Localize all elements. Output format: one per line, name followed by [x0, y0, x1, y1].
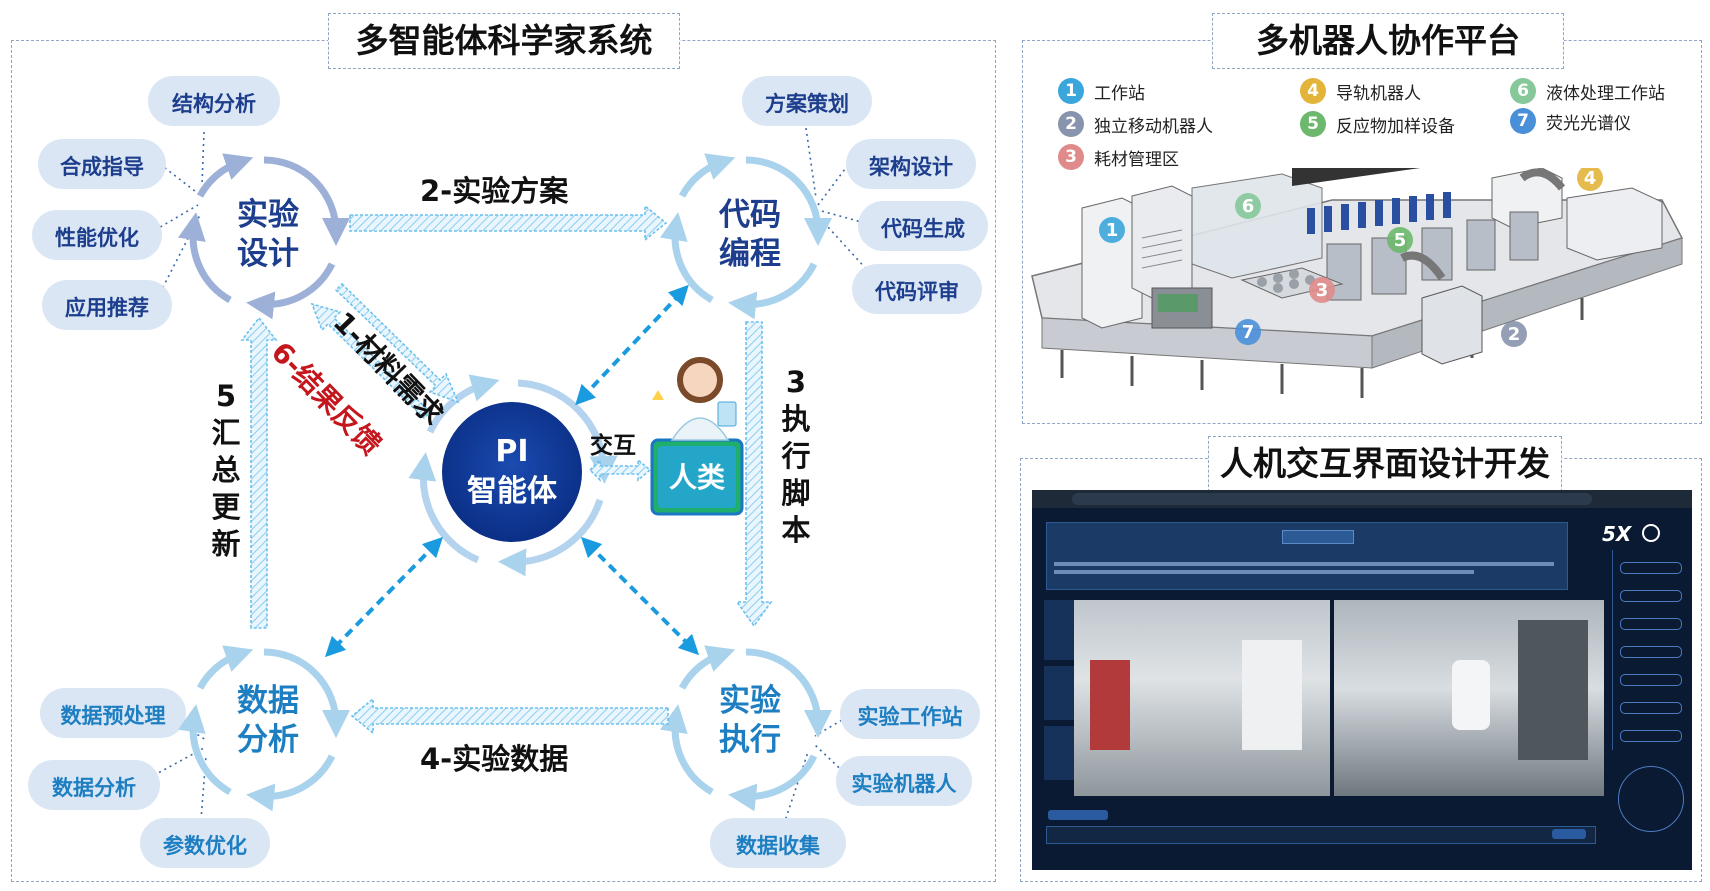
code-sub-2: 架构设计	[869, 155, 953, 179]
camera-feed-2-detail	[1452, 660, 1490, 730]
svg-text:7: 7	[1242, 322, 1255, 343]
list-item[interactable]	[1044, 666, 1074, 720]
node-exec: 实验执行	[719, 683, 781, 758]
human-node	[650, 357, 744, 516]
scientist-system-title: 多智能体科学家系统	[328, 13, 680, 69]
agent-sidebar	[1612, 550, 1687, 750]
exec-sub-1: 实验工作站	[857, 705, 963, 729]
agent-node[interactable]	[1620, 646, 1682, 658]
marker-4-icon	[1577, 168, 1603, 191]
edge-label-2: 2-实验方案	[420, 174, 569, 208]
node-human-label: 人类	[668, 461, 725, 494]
node-analysis: 数据分析	[237, 683, 299, 758]
marker-5-icon	[1387, 227, 1413, 253]
svg-text:1: 1	[1106, 220, 1119, 241]
svg-text:3: 3	[1316, 280, 1329, 301]
camera-feed-1-detail	[1242, 640, 1302, 750]
lab-illustration: 1 2 3 4 5 6 7	[1031, 168, 1684, 398]
robot-platform-title: 多机器人协作平台	[1212, 13, 1564, 69]
agent-node[interactable]	[1620, 618, 1682, 630]
design-sub-1: 结构分析	[172, 92, 256, 116]
marker-6-icon	[1235, 193, 1261, 219]
design-sub-3: 性能优化	[55, 226, 139, 250]
camera-feed-2-detail	[1518, 620, 1588, 760]
analysis-sub-1: 数据预处理	[60, 704, 166, 728]
camera-feed-1-detail	[1090, 660, 1130, 750]
marker-2-icon	[1501, 321, 1527, 347]
agent-node[interactable]	[1620, 674, 1682, 686]
task-text	[1054, 570, 1474, 574]
analysis-sub-2: 数据分析	[52, 776, 136, 800]
agent-node[interactable]	[1620, 730, 1682, 742]
hmi-title: 人机交互界面设计开发	[1208, 436, 1562, 492]
edge-label-interact: 交互	[590, 433, 636, 459]
agent-node[interactable]	[1620, 590, 1682, 602]
robot-map-icon	[1618, 766, 1684, 832]
exec-sub-3: 数据收集	[736, 834, 820, 858]
send-button[interactable]	[1552, 829, 1586, 839]
list-item[interactable]	[1044, 600, 1074, 660]
design-sub-4: 应用推荐	[65, 296, 149, 320]
new-conversation-button[interactable]	[1048, 810, 1108, 820]
play-icon[interactable]	[1642, 524, 1660, 542]
question-input[interactable]	[1046, 826, 1596, 844]
edge-arrows	[240, 204, 773, 735]
code-sub-3: 代码生成	[881, 217, 965, 241]
pi-agent-node	[442, 402, 582, 542]
exec-sub-2: 实验机器人	[851, 772, 957, 796]
marker-1-icon	[1099, 217, 1125, 243]
list-item[interactable]	[1044, 726, 1074, 780]
code-sub-4: 代码评审	[875, 280, 959, 304]
design-sub-2: 合成指导	[60, 155, 144, 179]
agent-node[interactable]	[1620, 702, 1682, 714]
browser-address[interactable]	[1072, 493, 1592, 505]
design-subitems	[32, 76, 280, 330]
svg-text:2: 2	[1508, 324, 1521, 345]
scientist-avatar-icon	[677, 357, 723, 403]
agent-tag	[1282, 530, 1354, 544]
code-sub-1: 方案策划	[765, 92, 849, 116]
analysis-sub-3: 参数优化	[163, 834, 247, 858]
node-design: 实验设计	[237, 197, 299, 272]
task-text	[1054, 562, 1554, 566]
marker-3-icon	[1309, 277, 1335, 303]
analysis-subitems	[28, 688, 270, 868]
hmi-screenshot: 5X	[1032, 490, 1692, 870]
svg-text:5: 5	[1394, 230, 1407, 251]
svg-text:6: 6	[1242, 196, 1255, 217]
scientist-diagram	[28, 76, 988, 868]
exec-subitems	[710, 689, 980, 868]
svg-text:4: 4	[1584, 168, 1597, 189]
marker-7-icon	[1235, 319, 1261, 345]
node-code: 代码编程	[719, 197, 781, 272]
code-subitems	[742, 76, 988, 314]
edge-label-4: 4-实验数据	[420, 742, 569, 776]
agent-node[interactable]	[1620, 562, 1682, 574]
speed-badge[interactable]: 5X	[1602, 522, 1632, 546]
